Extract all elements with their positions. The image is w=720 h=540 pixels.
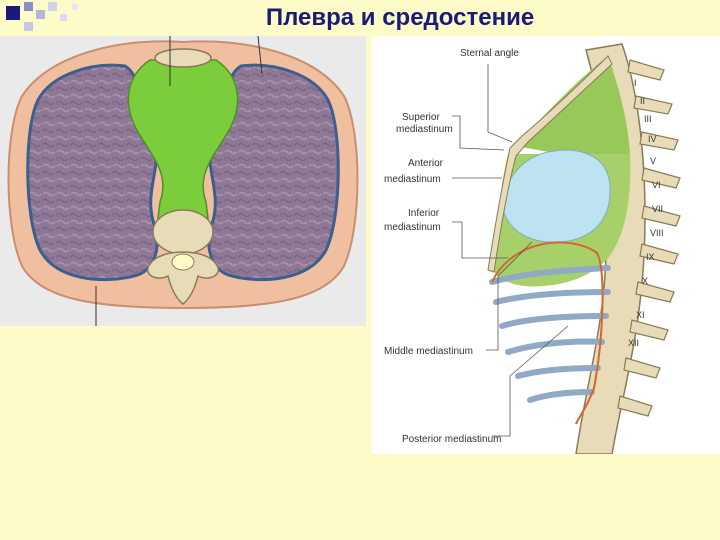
vertebra-label: V: [650, 156, 656, 166]
label-superior-mediastinum-line1: Superior: [402, 112, 440, 123]
vertebra-label: VIII: [650, 228, 664, 238]
vertebra-label: I: [634, 78, 637, 88]
vertebra-label: XII: [628, 338, 639, 348]
slide-title: Плевра и средостение: [0, 4, 720, 32]
label-anterior-mediastinum-line1: Anterior: [408, 158, 444, 169]
sternum: [155, 49, 211, 67]
transverse-section-diagram: [0, 36, 366, 326]
vertebra-label: II: [640, 96, 645, 106]
label-middle-mediastinum: Middle mediastinum: [384, 346, 473, 357]
label-inferior-mediastinum-line2: mediastinum: [384, 222, 441, 233]
label-posterior-mediastinum: Posterior mediastinum: [402, 434, 501, 445]
vertebra-label: X: [642, 276, 648, 286]
vertebra-label: VI: [652, 180, 661, 190]
vertebra-label: XI: [636, 310, 645, 320]
vertebra-label: VII: [652, 204, 663, 214]
vertebra-label: III: [644, 114, 652, 124]
label-inferior-mediastinum-line1: Inferior: [408, 208, 440, 219]
label-anterior-mediastinum-line2: mediastinum: [384, 174, 441, 185]
vertebra-label: IV: [648, 134, 657, 144]
vertebra-label: IX: [646, 252, 655, 262]
label-superior-mediastinum-line2: mediastinum: [396, 124, 453, 135]
label-sternal-angle: Sternal angle: [460, 48, 519, 59]
lateral-mediastinum-diagram: Sternal angle Superior mediastinum Anter…: [372, 36, 720, 454]
